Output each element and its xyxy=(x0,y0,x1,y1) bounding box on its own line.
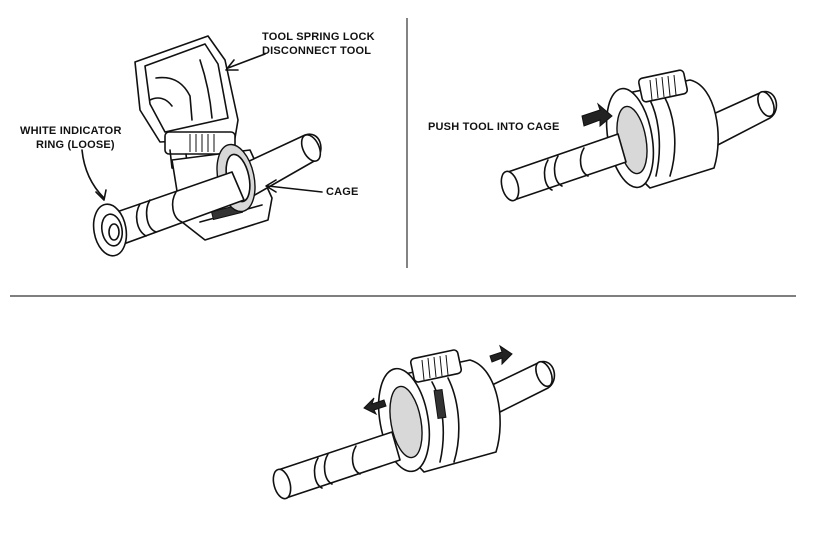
label-tool: TOOL SPRING LOCK DISCONNECT TOOL xyxy=(262,31,375,57)
label-cage: CAGE xyxy=(326,186,359,198)
label-indicator-line-1: WHITE INDICATOR xyxy=(20,125,122,137)
left-arrow-icon xyxy=(363,397,387,416)
label-tool-line-2: DISCONNECT TOOL xyxy=(262,45,371,57)
panel-3-separate xyxy=(272,344,556,500)
right-arrow-icon xyxy=(489,344,513,366)
panel-1-tool-open xyxy=(81,35,323,257)
label-tool-line-1: TOOL SPRING LOCK xyxy=(262,31,375,43)
label-push: PUSH TOOL INTO CAGE xyxy=(428,121,560,133)
label-indicator-line-2: RING (LOOSE) xyxy=(36,139,115,151)
push-arrow-icon xyxy=(581,102,613,128)
label-indicator: WHITE INDICATOR RING (LOOSE) xyxy=(20,125,122,151)
panel-2-push-tool xyxy=(500,69,778,202)
